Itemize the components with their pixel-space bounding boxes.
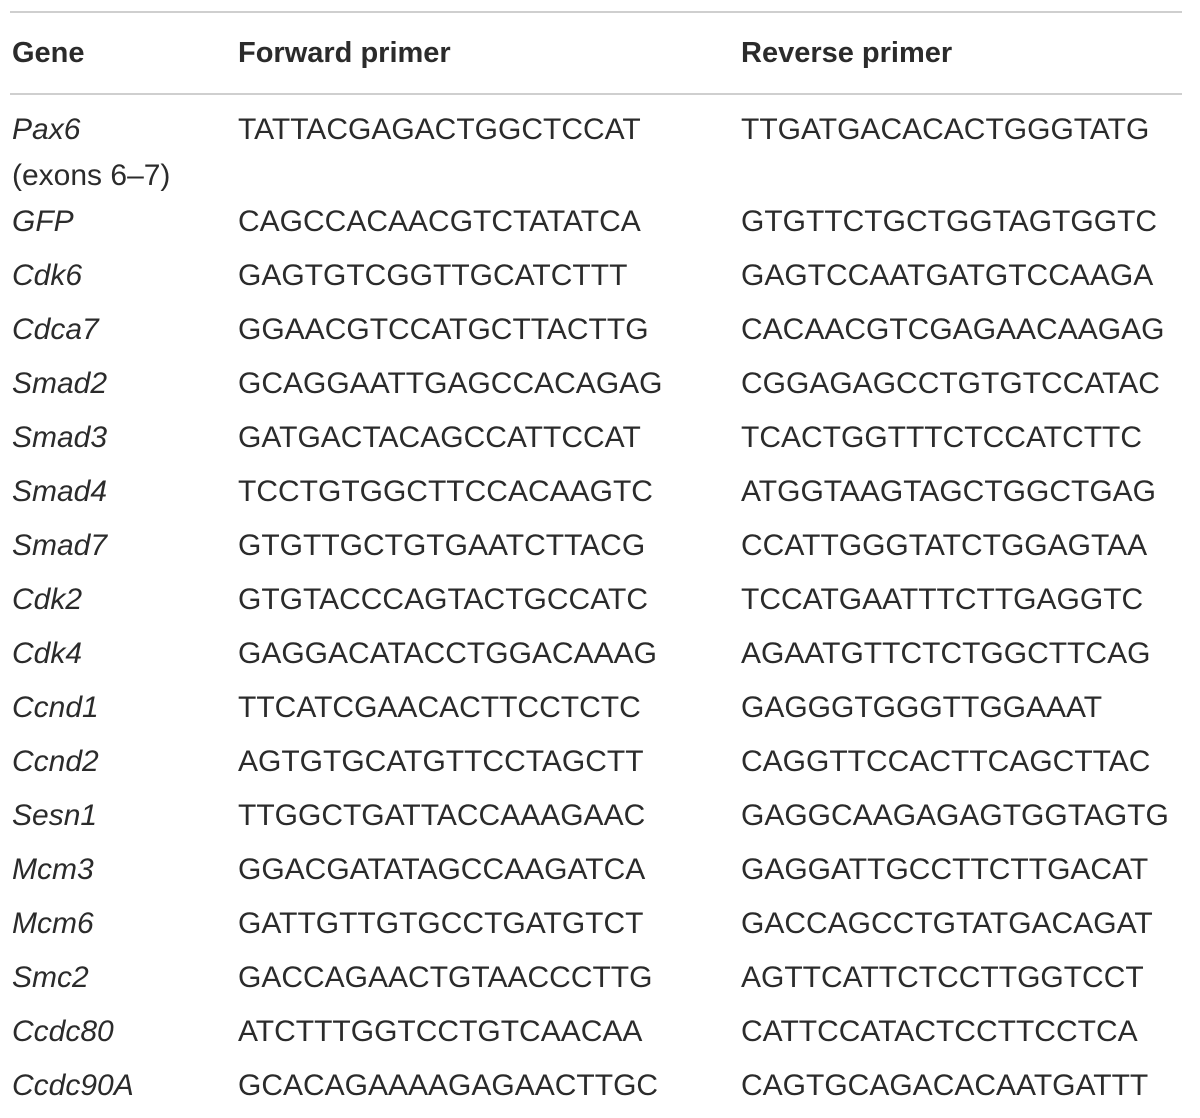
reverse-primer-header: Reverse primer [741,36,953,69]
table-row: Smc2 GACCAGAACTGTAACCCTTG AGTTCATTCTCCTT… [10,955,1195,1009]
table-row: Ccdc80 ATCTTTGGTCCTGTCAACAA CATTCCATACTC… [10,1009,1195,1063]
gene-cell: GFP [12,205,74,238]
gene-cell: Smad4 [12,475,108,508]
reverse-primer-cell: GAGGCAAGAGAGTGGTAGTG [741,799,1169,832]
table-body: Pax6 (exons 6–7) TATTACGAGACTGGCTCCAT TT… [10,88,1195,1117]
gene-cell: Ccdc90A [12,1069,134,1102]
gene-cell: Cdk4 [12,637,83,670]
table-row: Sesn1 TTGGCTGATTACCAAAGAAC GAGGCAAGAGAGT… [10,793,1195,847]
forward-primer-cell: GGAACGTCCATGCTTACTTG [238,313,649,346]
forward-primer-cell: GATGACTACAGCCATTCCAT [238,421,641,454]
forward-primer-header: Forward primer [238,36,451,69]
reverse-primer-cell: CATTCCATACTCCTTCCTCA [741,1015,1138,1048]
table-row: Cdk2 GTGTACCCAGTACTGCCATC TCCATGAATTTCTT… [10,577,1195,631]
gene-cell: Ccnd2 [12,745,99,778]
gene-cell: Ccdc80 [12,1015,114,1048]
forward-primer-cell: GCACAGAAAAGAGAACTTGC [238,1069,659,1102]
table-row: Smad3 GATGACTACAGCCATTCCAT TCACTGGTTTCTC… [10,415,1195,469]
gene-header: Gene [12,36,85,69]
table-row: Ccnd2 AGTGTGCATGTTCCTAGCTT CAGGTTCCACTTC… [10,739,1195,793]
forward-primer-cell: TTGGCTGATTACCAAAGAAC [238,799,646,832]
header-row: Gene Forward primer Reverse primer [10,18,1195,88]
gene-cell: Mcm3 [12,853,94,886]
gene-name: Pax6 [12,113,81,146]
reverse-primer-cell: GAGGATTGCCTTCTTGACAT [741,853,1149,886]
primer-table: Gene Forward primer Reverse primer Pax6 … [10,18,1195,1117]
table-row: Ccdc90A GCACAGAAAAGAGAACTTGC CAGTGCAGACA… [10,1063,1195,1117]
gene-cell: Ccnd1 [12,691,99,724]
forward-primer-cell: TATTACGAGACTGGCTCCAT [238,113,641,146]
top-rule [10,11,1182,13]
table-row: Smad2 GCAGGAATTGAGCCACAGAG CGGAGAGCCTGTG… [10,361,1195,415]
forward-primer-cell: GAGGACATACCTGGACAAAG [238,637,657,670]
forward-primer-cell: ATCTTTGGTCCTGTCAACAA [238,1015,643,1048]
reverse-primer-cell: AGAATGTTCTCTGGCTTCAG [741,637,1151,670]
reverse-primer-cell: TCACTGGTTTCTCCATCTTC [741,421,1143,454]
forward-primer-cell: GTGTACCCAGTACTGCCATC [238,583,648,616]
forward-primer-cell: TCCTGTGGCTTCCACAAGTC [238,475,653,508]
reverse-primer-cell: GAGGGTGGGTTGGAAAT [741,691,1103,724]
reverse-primer-cell: ATGGTAAGTAGCTGGCTGAG [741,475,1157,508]
table-row: Smad7 GTGTTGCTGTGAATCTTACG CCATTGGGTATCT… [10,523,1195,577]
gene-note: (exons 6–7) [12,159,171,192]
reverse-primer-cell: CAGTGCAGACACAATGATTT [741,1069,1149,1102]
reverse-primer-cell: GACCAGCCTGTATGACAGAT [741,907,1153,940]
forward-primer-cell: GATTGTTGTGCCTGATGTCT [238,907,644,940]
reverse-primer-cell: GTGTTCTGCTGGTAGTGGTC [741,205,1158,238]
reverse-primer-cell: GAGTCCAATGATGTCCAAGA [741,259,1154,292]
table-row: Ccnd1 TTCATCGAACACTTCCTCTC GAGGGTGGGTTGG… [10,685,1195,739]
table-row: Mcm3 GGACGATATAGCCAAGATCA GAGGATTGCCTTCT… [10,847,1195,901]
gene-cell: Mcm6 [12,907,94,940]
table-row: Cdk4 GAGGACATACCTGGACAAAG AGAATGTTCTCTGG… [10,631,1195,685]
table-row: Smad4 TCCTGTGGCTTCCACAAGTC ATGGTAAGTAGCT… [10,469,1195,523]
table-row: GFP CAGCCACAACGTCTATATCA GTGTTCTGCTGGTAG… [10,199,1195,253]
forward-primer-cell: GAGTGTCGGTTGCATCTTT [238,259,628,292]
gene-cell: Cdk2 [12,583,83,616]
table-row: Mcm6 GATTGTTGTGCCTGATGTCT GACCAGCCTGTATG… [10,901,1195,955]
forward-primer-cell: GTGTTGCTGTGAATCTTACG [238,529,646,562]
gene-cell: Cdca7 [12,313,99,346]
header-rule [10,93,1182,95]
forward-primer-cell: GCAGGAATTGAGCCACAGAG [238,367,663,400]
reverse-primer-cell: CCATTGGGTATCTGGAGTAA [741,529,1148,562]
reverse-primer-cell: TTGATGACACACTGGGTATG [741,113,1150,146]
gene-cell: Smc2 [12,961,89,994]
gene-cell: Sesn1 [12,799,98,832]
reverse-primer-cell: TCCATGAATTTCTTGAGGTC [741,583,1144,616]
forward-primer-cell: TTCATCGAACACTTCCTCTC [238,691,641,724]
gene-cell: Pax6 (exons 6–7) [10,88,236,199]
reverse-primer-cell: AGTTCATTCTCCTTGGTCCT [741,961,1144,994]
table-row: Cdca7 GGAACGTCCATGCTTACTTG CACAACGTCGAGA… [10,307,1195,361]
gene-cell: Cdk6 [12,259,83,292]
forward-primer-cell: AGTGTGCATGTTCCTAGCTT [238,745,644,778]
gene-cell: Smad3 [12,421,108,454]
reverse-primer-cell: CAGGTTCCACTTCAGCTTAC [741,745,1151,778]
reverse-primer-cell: CACAACGTCGAGAACAAGAG [741,313,1165,346]
gene-cell: Smad7 [12,529,108,562]
reverse-primer-cell: CGGAGAGCCTGTGTCCATAC [741,367,1160,400]
forward-primer-cell: GACCAGAACTGTAACCCTTG [238,961,653,994]
table-row: Cdk6 GAGTGTCGGTTGCATCTTT GAGTCCAATGATGTC… [10,253,1195,307]
forward-primer-cell: CAGCCACAACGTCTATATCA [238,205,641,238]
table-row: Pax6 (exons 6–7) TATTACGAGACTGGCTCCAT TT… [10,88,1195,199]
forward-primer-cell: GGACGATATAGCCAAGATCA [238,853,646,886]
gene-cell: Smad2 [12,367,108,400]
